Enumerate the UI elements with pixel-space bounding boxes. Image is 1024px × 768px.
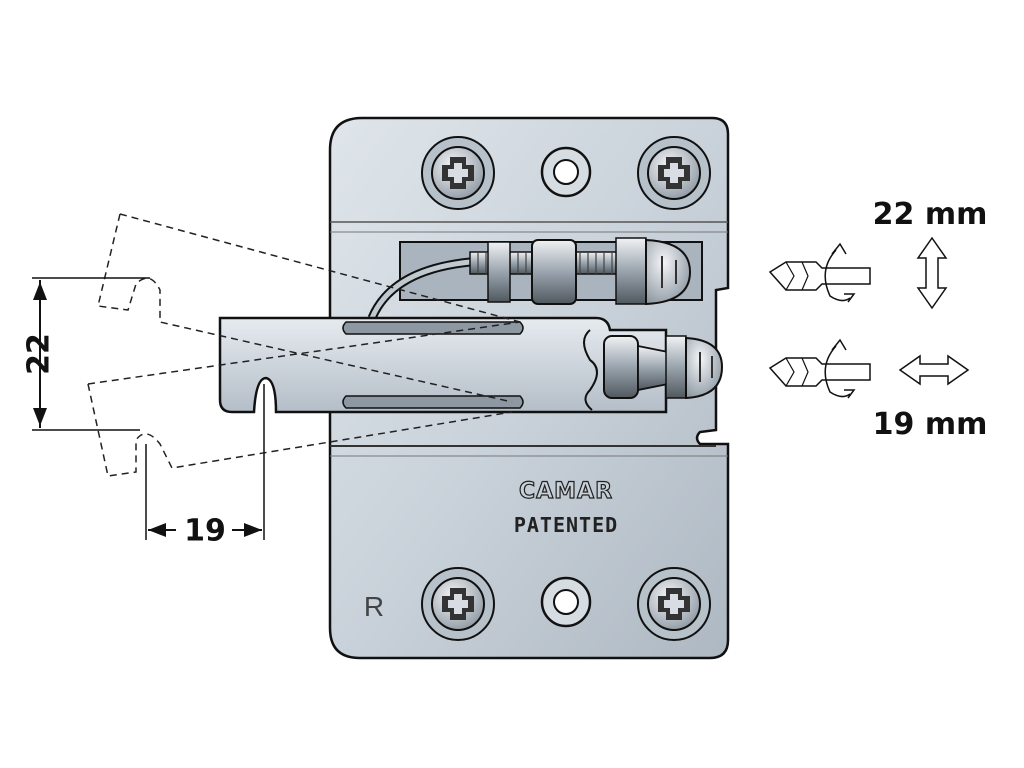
upper-center-hole bbox=[540, 146, 592, 198]
screwdriver-icon bbox=[768, 338, 871, 399]
brand-logo: CAMAR bbox=[519, 479, 613, 504]
horizontal-dimension-label: 19 bbox=[184, 514, 226, 549]
vertical-adjustment-label: 22 mm bbox=[873, 197, 988, 232]
arm-alternate-position bbox=[87, 213, 521, 477]
lower-right-screw-hole bbox=[637, 567, 711, 641]
horizontal-adjust-screw bbox=[603, 335, 724, 400]
hinge-arm bbox=[218, 316, 668, 414]
vertical-adjust-screw bbox=[469, 237, 692, 306]
screwdriver-icon bbox=[768, 242, 871, 303]
upper-left-screw-hole bbox=[421, 136, 495, 210]
lower-center-hole bbox=[540, 576, 592, 628]
vertical-dimension-label: 22 bbox=[22, 333, 57, 375]
horizontal-dimension: 19 bbox=[145, 384, 265, 549]
horizontal-adjustment-label: 19 mm bbox=[873, 407, 988, 442]
vertical-dimension: 22 bbox=[22, 277, 150, 431]
double-arrow-horizontal-icon bbox=[898, 354, 970, 386]
patent-mark: PATENTED bbox=[514, 513, 618, 537]
upper-right-screw-hole bbox=[637, 136, 711, 210]
double-arrow-vertical-icon bbox=[916, 236, 948, 310]
side-mark: R bbox=[364, 591, 384, 622]
lower-left-screw-hole bbox=[421, 567, 495, 641]
